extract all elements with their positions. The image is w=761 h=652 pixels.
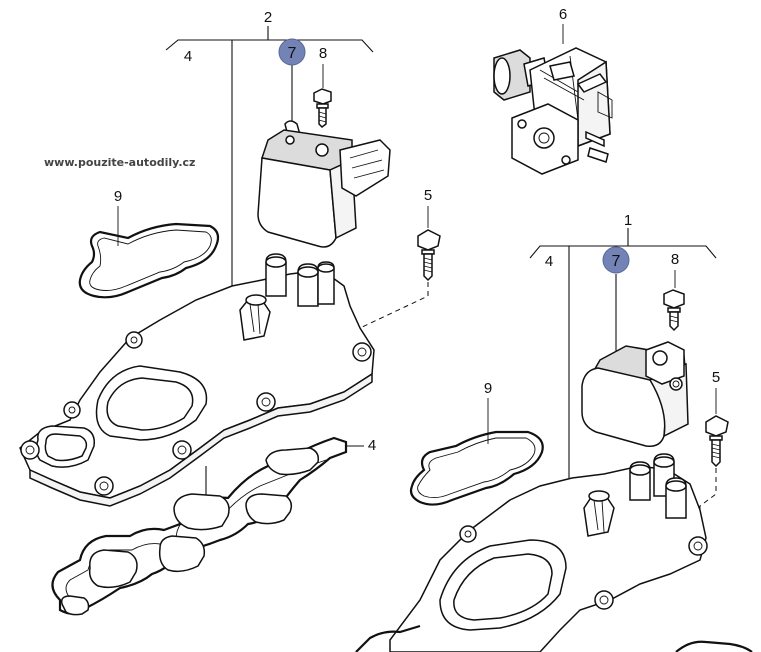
left-gasket-label: 9: [114, 188, 122, 205]
watermark-text: www.pouzite-autodily.cz: [44, 156, 195, 169]
left-manifold-gasket: [51, 436, 348, 616]
left-callout-bubble: [278, 38, 306, 66]
left-intake-manifold: [19, 253, 375, 507]
right-bracket-label: 4: [545, 253, 553, 270]
right-gasket-label: 9: [484, 380, 492, 397]
right-bolt-5: [705, 415, 729, 468]
left-manifold-gasket-label: 4: [368, 437, 376, 454]
left-gasket-9: [78, 222, 220, 299]
left-group-bracket: [165, 26, 374, 286]
right-group-label: 1: [624, 212, 632, 229]
right-bolt-8: [663, 289, 685, 332]
left-bolt-5: [417, 229, 441, 282]
left-bolt-8: [313, 88, 332, 128]
left-callout-label: 7: [288, 45, 297, 62]
right-intake-manifold: [389, 453, 708, 652]
right-bottom-fragment: [675, 640, 753, 652]
left-bracket-label: 4: [184, 48, 192, 65]
left-bolt-label: 8: [319, 45, 327, 62]
left-actuator: [257, 120, 391, 248]
right-group-bracket: [529, 228, 717, 478]
right-callout-label: 7: [612, 253, 621, 270]
right-actuator: [581, 341, 689, 448]
left-group-label: 2: [264, 9, 272, 26]
right-side-bolt-label: 5: [712, 369, 720, 386]
right-callout-bubble: [602, 246, 630, 274]
part6-valve-assembly: [493, 47, 613, 175]
left-side-bolt-label: 5: [424, 187, 432, 204]
part6-label: 6: [559, 6, 567, 23]
right-gasket-9: [409, 430, 544, 506]
right-manifold-gasket-partial: [355, 624, 421, 652]
right-bolt-label: 8: [671, 251, 679, 268]
